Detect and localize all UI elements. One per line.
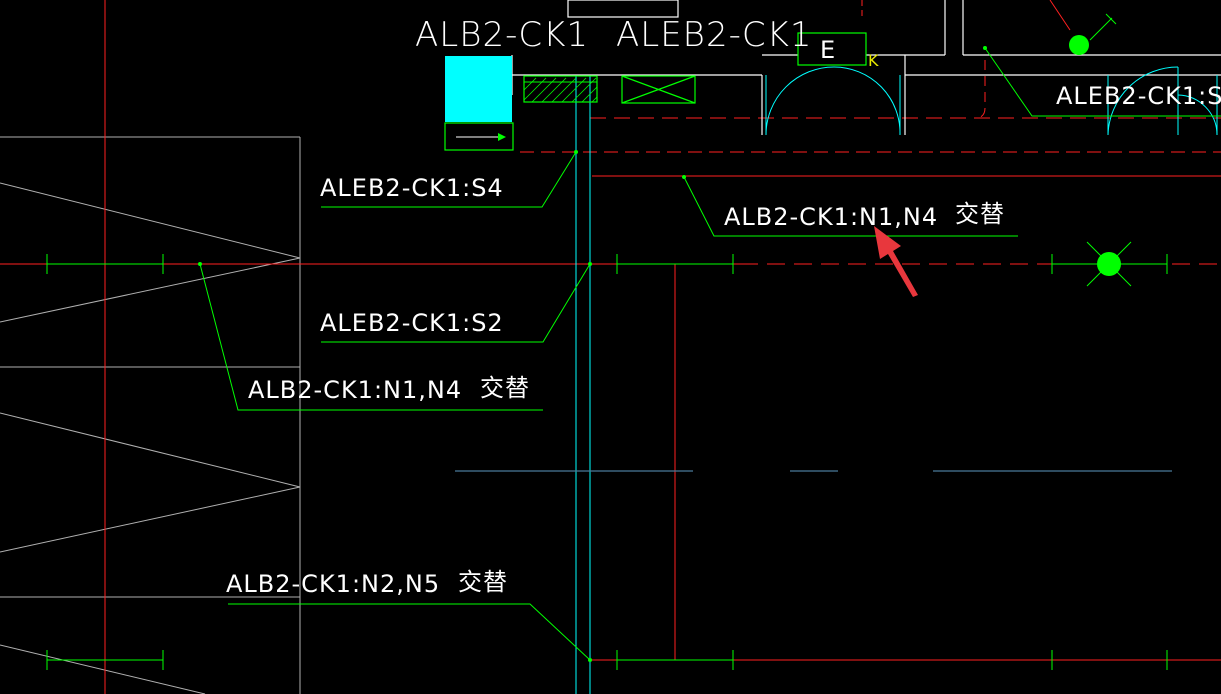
panel-e-label: E: [820, 36, 836, 64]
panel-k-label: K: [868, 51, 880, 70]
label-top-alb2-ck1: ALB2-CK1: [415, 15, 589, 55]
white-walls: [511, 0, 1221, 135]
label-alt-left: 交替: [480, 374, 530, 402]
leader-dots: [198, 46, 987, 662]
label-n1n4-right: ALB2-CK1:N1,N4: [724, 203, 938, 231]
light-fixture-right[interactable]: [1086, 241, 1132, 287]
label-s4: ALEB2-CK1:S4: [320, 174, 504, 202]
red-pointer-arrow: [874, 226, 918, 297]
direction-arrow-box[interactable]: [444, 122, 514, 151]
gray-structure: [0, 136, 301, 694]
door-swings: [765, 66, 1218, 136]
label-alt-right: 交替: [955, 200, 1005, 228]
light-fixture-top[interactable]: [1069, 35, 1089, 55]
label-alt-bottom: 交替: [458, 568, 508, 596]
label-top-aleb2-ck1: ALEB2-CK1: [616, 15, 813, 55]
label-n1n4-left: ALB2-CK1:N1,N4: [248, 376, 462, 404]
label-n2n5: ALB2-CK1:N2,N5: [226, 570, 440, 598]
panel-e-box[interactable]: E: [797, 32, 867, 66]
cyan-conduit: [575, 75, 591, 694]
hatched-equipment[interactable]: [523, 75, 598, 103]
crossed-box[interactable]: [621, 75, 696, 104]
label-s2: ALEB2-CK1:S2: [320, 309, 504, 337]
label-s5: ALEB2-CK1:S5: [1056, 82, 1221, 110]
green-wiring: [46, 13, 1221, 670]
cyan-panel-box[interactable]: [445, 56, 512, 122]
